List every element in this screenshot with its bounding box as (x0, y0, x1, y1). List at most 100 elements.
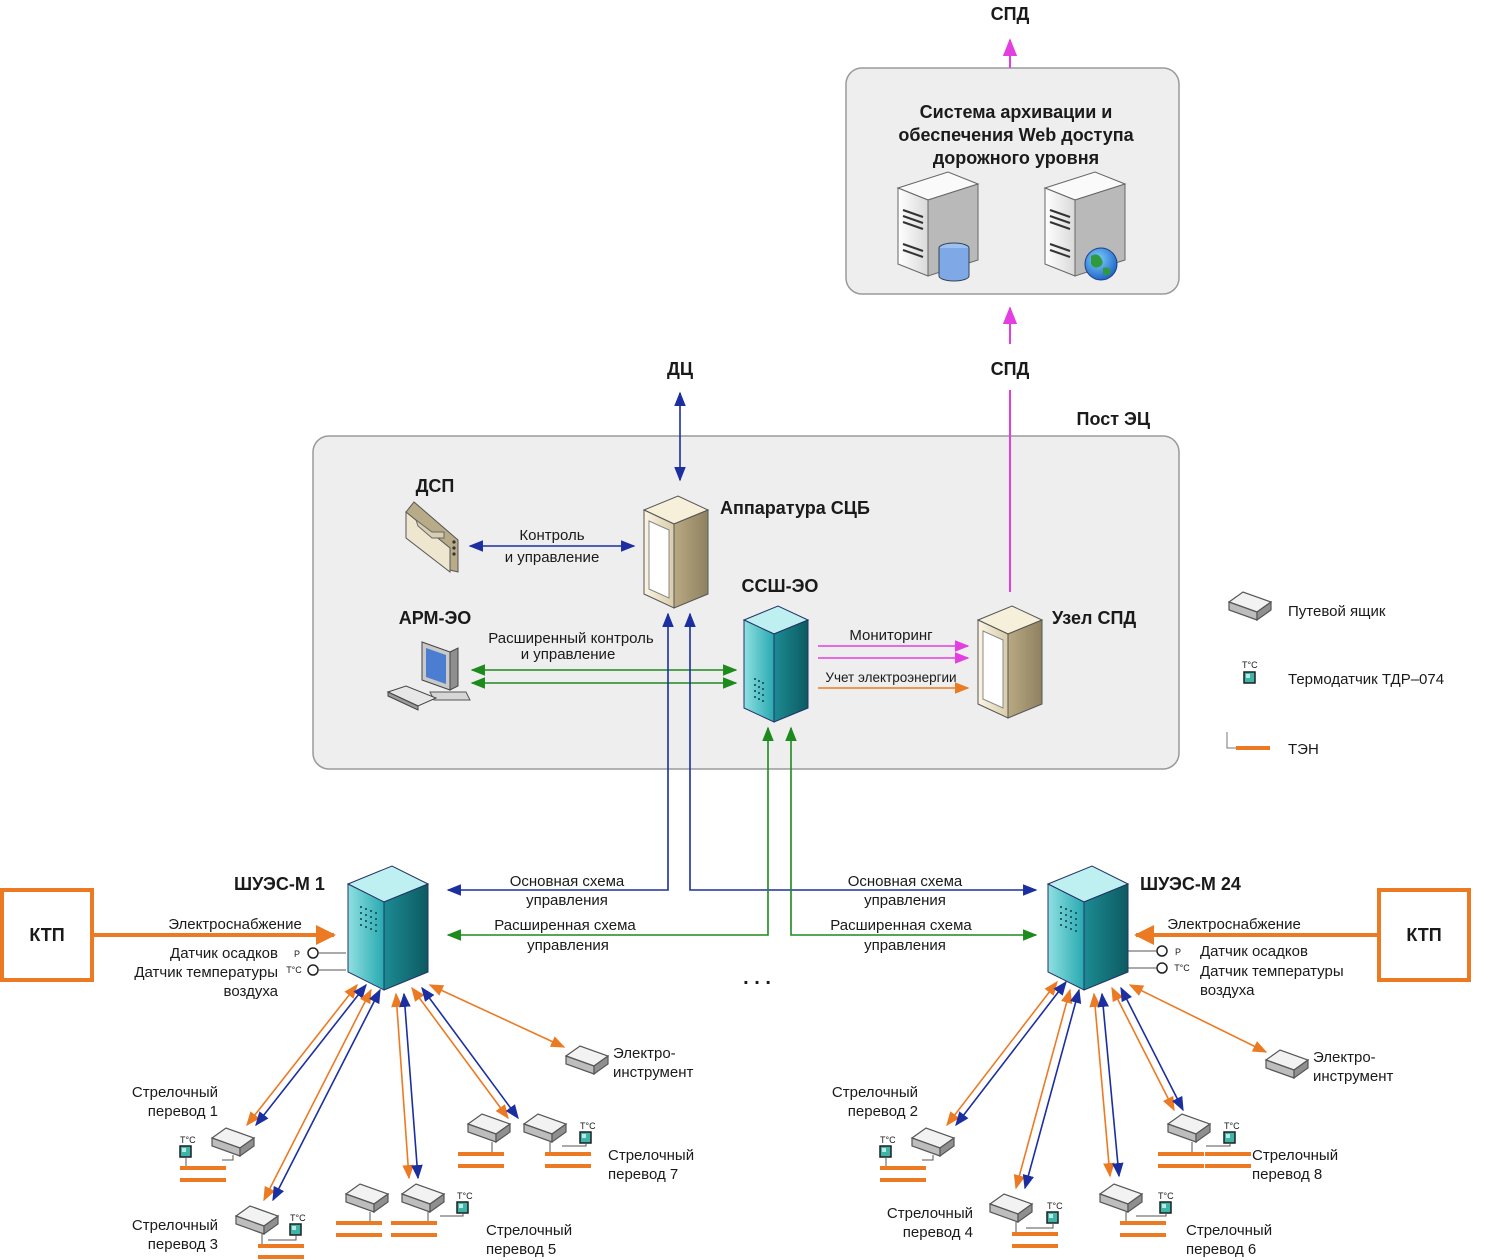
switch-7-label-1: Стрелочный (608, 1147, 694, 1164)
temp-sensor-left (307, 964, 319, 976)
archive-title-2: обеспечения Web доступа (898, 125, 1134, 145)
dc-label: ДЦ (667, 359, 694, 379)
power-left-label: Электроснабжение (168, 916, 302, 933)
tool-left-label-1: Электро- (613, 1045, 676, 1062)
ext-scheme-left (446, 726, 774, 941)
ext-scheme-left-1: Расширенная схема (494, 917, 636, 934)
switch-1-tc: T°C (180, 1135, 196, 1145)
switch-6-tc: T°C (1158, 1191, 1174, 1201)
workstation-icon (386, 641, 471, 711)
shues-1-cabinet-icon (346, 865, 430, 991)
temp-right-label-2: воздуха (1200, 982, 1255, 999)
switch-6-label-1: Стрелочный (1186, 1222, 1272, 1239)
rain-left-label: Датчик осадков (170, 945, 278, 962)
ext-scheme-right (785, 726, 1038, 941)
ext-control-label-2: и управление (521, 646, 616, 663)
archive-title-1: Система архивации и (920, 102, 1113, 122)
switch-1-label-2: перевод 1 (148, 1103, 218, 1120)
tc-left-label: T°C (286, 965, 302, 975)
main-scheme-right-2: управления (864, 892, 946, 909)
server-web-icon (1043, 171, 1127, 281)
legend-track-box-icon (1228, 591, 1272, 621)
spd-node-label: Узел СПД (1052, 608, 1136, 628)
tool-left-box-icon (565, 1045, 609, 1075)
rack-spd-icon (976, 605, 1044, 719)
tool-right-label-1: Электро- (1313, 1049, 1376, 1066)
control-label-2: и управление (505, 549, 600, 566)
control-label-1: Контроль (519, 527, 584, 544)
arm-label: АРМ-ЭО (399, 608, 472, 628)
ktp-left-label: КТП (29, 925, 64, 945)
ext-scheme-left-2: управления (527, 937, 609, 954)
power-right-label: Электроснабжение (1167, 916, 1301, 933)
switch-3-tc: T°C (290, 1213, 306, 1223)
switch-8-label-2: перевод 8 (1252, 1166, 1322, 1183)
dots-label: . . . (743, 967, 771, 989)
main-scheme-right-1: Основная схема (848, 873, 963, 890)
switch-3-group (235, 1205, 304, 1259)
switch-4-group (989, 1193, 1059, 1248)
ext-scheme-right-1: Расширенная схема (830, 917, 972, 934)
legend-thermo-icon (1243, 671, 1256, 684)
post-label: Пост ЭЦ (1077, 409, 1151, 429)
legend-tc: T°C (1242, 660, 1258, 670)
temp-sensor-right (1156, 962, 1168, 974)
switch-2-label-1: Стрелочный (832, 1084, 918, 1101)
switch-1-label-1: Стрелочный (132, 1084, 218, 1101)
ssh-label: ССШ-ЭО (742, 576, 819, 596)
switch-5-tc: T°C (457, 1191, 473, 1201)
dsp-label: ДСП (416, 476, 455, 496)
switch-7-tc: T°C (580, 1121, 596, 1131)
energy-label: Учет электроэнергии (825, 670, 956, 685)
control-panel-icon (405, 501, 459, 574)
legend-track-box-label: Путевой ящик (1288, 603, 1386, 620)
ktp-right-label: КТП (1406, 925, 1441, 945)
tool-right-label-2: инструмент (1313, 1068, 1393, 1085)
server-database-icon (896, 171, 980, 282)
scb-label: Аппаратура СЦБ (720, 498, 870, 518)
rain-sensor-left (307, 947, 319, 959)
switch-4-label-1: Стрелочный (887, 1205, 973, 1222)
main-scheme-left-1: Основная схема (510, 873, 625, 890)
switch-2-label-2: перевод 2 (848, 1103, 918, 1120)
legend-thermo-label: Термодатчик ТДР–074 (1288, 671, 1444, 688)
archive-title-3: дорожного уровня (933, 148, 1099, 168)
switch-5-label-2: перевод 5 (486, 1241, 556, 1258)
switch-4-tc: T°C (1047, 1201, 1063, 1211)
switch-3-label-2: перевод 3 (148, 1236, 218, 1253)
legend-heater-icon (1226, 732, 1236, 749)
rack-scb-icon (642, 495, 710, 609)
spd-mid-label: СПД (991, 359, 1030, 379)
shues1-label: ШУЭС-М 1 (234, 874, 325, 894)
rain-right-label: Датчик осадков (1200, 943, 1308, 960)
temp-left-label-2: воздуха (224, 983, 279, 1000)
switch-8-group (1158, 1113, 1251, 1168)
switch-5-label-1: Стрелочный (486, 1222, 572, 1239)
shues24-label: ШУЭС-М 24 (1140, 874, 1241, 894)
switch-6-label-2: перевод 6 (1186, 1241, 1256, 1258)
legend-heater-bar (1236, 746, 1270, 750)
switch-1-group (179, 1127, 255, 1182)
switch-3-label-1: Стрелочный (132, 1217, 218, 1234)
switch-2-group (879, 1127, 955, 1182)
switch-2-tc: T°C (880, 1135, 896, 1145)
ssh-cabinet-icon (742, 605, 810, 723)
switch-8-label-1: Стрелочный (1252, 1147, 1338, 1164)
shues-24-cabinet-icon (1046, 865, 1130, 991)
ext-scheme-right-2: управления (864, 937, 946, 954)
main-scheme-left-2: управления (526, 892, 608, 909)
temp-left-label-1: Датчик температуры (134, 964, 278, 981)
ktp-left-box (0, 888, 94, 982)
switch-7-group (458, 1113, 592, 1168)
tc-right-label: T°C (1174, 963, 1190, 973)
p-right-label: P (1175, 947, 1181, 957)
switch-4-label-2: перевод 4 (903, 1224, 973, 1241)
tool-left-label-2: инструмент (613, 1064, 693, 1081)
temp-right-label-1: Датчик температуры (1200, 963, 1344, 980)
right-fanout (946, 980, 1268, 1190)
ktp-right-box (1377, 888, 1471, 982)
monitoring-label: Мониторинг (849, 627, 933, 644)
tool-right-box-icon (1265, 1049, 1309, 1079)
switch-8-tc: T°C (1224, 1121, 1240, 1131)
